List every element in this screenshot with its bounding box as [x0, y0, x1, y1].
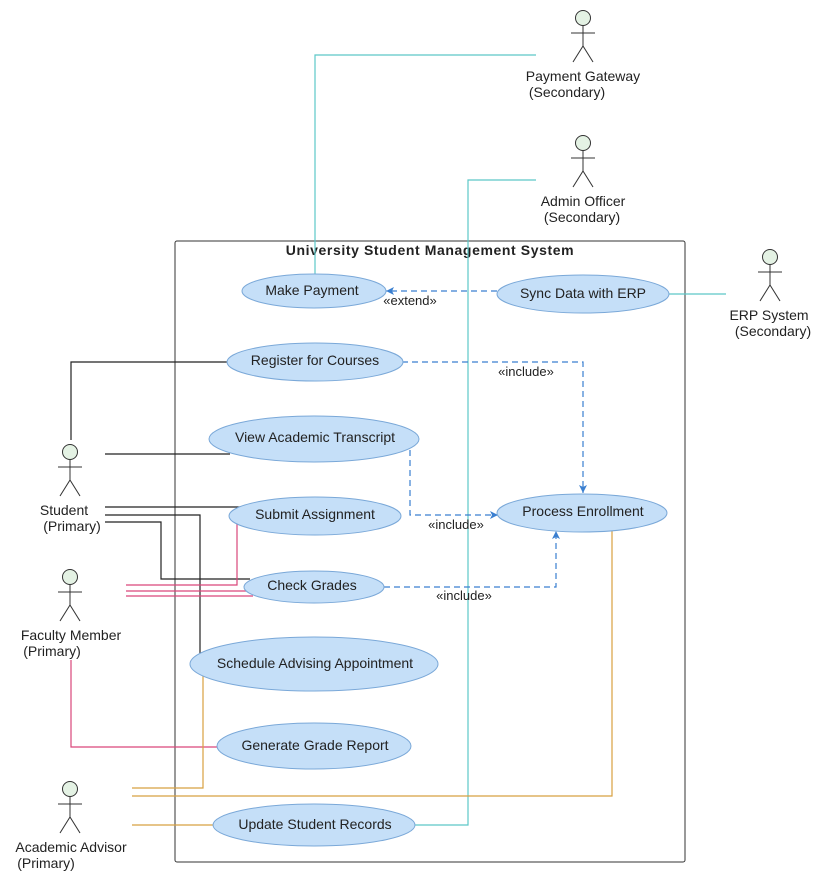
usecase-update-records-label: Update Student Records	[238, 816, 391, 832]
actor-admin-officer-role: (Secondary)	[544, 209, 620, 225]
system-title: University Student Management System	[286, 242, 574, 258]
actor-academic-advisor-name: Academic Advisor	[15, 839, 127, 855]
actor-faculty-member-name: Faculty Member	[21, 627, 122, 643]
assoc-faculty-submit	[126, 523, 238, 586]
assoc-student-schedule	[105, 514, 201, 660]
actor-head	[575, 135, 591, 151]
actor-student[interactable]	[58, 444, 82, 497]
actor-head	[62, 444, 78, 460]
dep-include-register-to-enrollment	[402, 361, 587, 493]
extend-label: «extend»	[383, 293, 437, 308]
usecase-update-records[interactable]	[212, 803, 416, 847]
actor-head	[62, 781, 78, 797]
usecase-check-grades[interactable]	[243, 570, 385, 604]
actor-academic-advisor-role: (Primary)	[17, 855, 75, 871]
usecase-submit-assignment-label: Submit Assignment	[255, 506, 375, 522]
usecase-process-enrollment-label: Process Enrollment	[522, 503, 643, 519]
assoc-faculty-generate-report	[70, 660, 218, 748]
actor-erp-system-name: ERP System	[729, 307, 808, 323]
include-label-transcript: «include»	[428, 517, 484, 532]
actor-payment-gateway-name: Payment Gateway	[526, 68, 640, 84]
usecase-schedule-advising-label: Schedule Advising Appointment	[217, 655, 413, 671]
actor-erp-system-role: (Secondary)	[735, 323, 811, 339]
usecase-process-enrollment[interactable]	[496, 493, 668, 533]
dep-include-grades-to-enrollment	[384, 531, 560, 588]
usecase-check-grades-label: Check Grades	[267, 577, 356, 593]
dep-include-transcript-to-enrollment	[409, 450, 498, 519]
system-boundary	[174, 240, 686, 863]
usecase-register-courses[interactable]	[226, 342, 404, 382]
actor-student-role: (Primary)	[43, 518, 101, 534]
usecase-make-payment[interactable]	[241, 273, 387, 309]
assoc-advisor-schedule	[132, 675, 204, 789]
actor-academic-advisor[interactable]	[58, 781, 82, 834]
assoc-admin-officer-update-records	[415, 179, 536, 826]
include-label-register: «include»	[498, 364, 554, 379]
usecase-sync-erp-label: Sync Data with ERP	[520, 285, 646, 301]
actor-head	[62, 569, 78, 585]
actor-head	[575, 10, 591, 26]
actor-admin-officer-name: Admin Officer	[541, 193, 626, 209]
actor-head	[762, 249, 778, 265]
usecase-sync-erp[interactable]	[496, 274, 670, 314]
usecase-generate-report-label: Generate Grade Report	[241, 737, 388, 753]
usecase-submit-assignment[interactable]	[228, 496, 402, 536]
assoc-advisor-process-enrollment	[132, 530, 613, 797]
include-label-grades: «include»	[436, 588, 492, 603]
actor-erp-system[interactable]	[758, 249, 782, 302]
actor-student-name: Student	[40, 502, 88, 518]
usecase-register-courses-label: Register for Courses	[251, 352, 379, 368]
actor-admin-officer[interactable]	[571, 135, 595, 188]
usecase-view-transcript[interactable]	[208, 415, 420, 463]
usecase-schedule-advising[interactable]	[189, 636, 439, 692]
actor-payment-gateway[interactable]	[571, 10, 595, 63]
usecase-generate-report[interactable]	[216, 722, 412, 770]
usecase-make-payment-label: Make Payment	[265, 282, 358, 298]
actor-faculty-member-role: (Primary)	[23, 643, 81, 659]
assoc-student-check-grades	[105, 521, 250, 580]
actor-faculty-member[interactable]	[58, 569, 82, 622]
actor-payment-gateway-role: (Secondary)	[529, 84, 605, 100]
assoc-student-register	[70, 361, 228, 440]
assoc-payment-gateway-make-payment	[314, 54, 536, 275]
usecase-view-transcript-label: View Academic Transcript	[235, 429, 395, 445]
